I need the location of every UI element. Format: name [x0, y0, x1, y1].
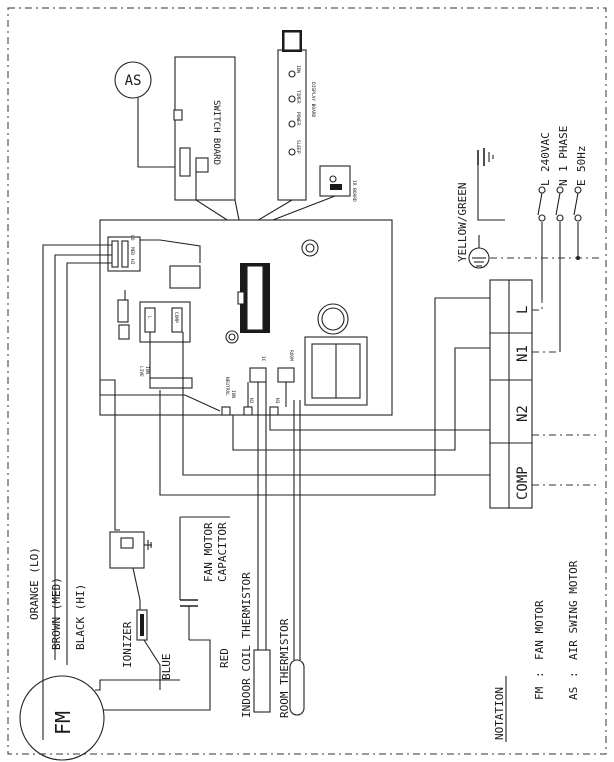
blue-label: BLUE — [160, 654, 173, 681]
terminal-comp-label: COMP — [515, 466, 531, 500]
terminal-n1-label: N1 — [515, 345, 531, 362]
supply-1phase-label: 1 PHASE — [557, 126, 570, 172]
display-sleep-label: SLEEP — [295, 140, 301, 154]
notation-fm-desc: FAN MOTOR — [533, 600, 546, 660]
orange-lo-label: ORANGE (LO) — [28, 547, 41, 620]
supply-50hz-label: 50Hz — [575, 146, 588, 173]
terminal-n2-label: N2 — [515, 405, 531, 422]
room-thermistor — [289, 659, 305, 716]
display-board-label: DISPLAY BOARD — [310, 82, 316, 118]
relay-comp-label: COMP — [173, 312, 179, 323]
ionizer-connector — [109, 531, 145, 569]
terminal-l-label: L — [515, 306, 531, 314]
display-power-label: POWER — [295, 112, 301, 126]
brown-med-label: BROWN (MED) — [50, 577, 63, 650]
conn-ion2-label: ION — [230, 390, 236, 398]
conn-ion-label: ION — [144, 366, 150, 374]
display-timer-label: TIMER — [295, 90, 301, 104]
conn-room-label: ROOM — [288, 350, 294, 361]
indoor-coil-thermistor-label: INDOOR COIL THERMISTOR — [240, 572, 253, 718]
switch-board-label: SWITCH BOARD — [211, 100, 221, 165]
conn-n3-label: N3 — [274, 398, 280, 404]
conn-med-label: MED — [129, 247, 135, 255]
notation-as-desc: AIR SWING MOTOR — [567, 560, 580, 660]
conn-lo-label: LO — [129, 235, 135, 241]
as-label: AS — [125, 73, 142, 89]
outer-border — [7, 7, 607, 755]
as-motor-symbol — [114, 61, 152, 99]
terminal-block — [489, 279, 533, 509]
supply-e-label: E — [575, 179, 588, 186]
supply-240vac-label: 240VAC — [539, 132, 552, 172]
indoor-coil-thermistor — [253, 649, 271, 713]
fm-label: FM — [51, 711, 75, 735]
switch-board — [174, 56, 236, 201]
notation-fm-key: FM — [533, 686, 546, 700]
relay-l-label: L — [146, 316, 152, 319]
fm-motor-symbol — [19, 675, 105, 761]
notation-fm-sep: : — [533, 671, 546, 678]
conn-hi-label: HI — [129, 259, 135, 265]
conn-neutral-label: NEUTRAL — [224, 377, 230, 396]
ir-board-label: IR BOARD — [351, 180, 357, 202]
conn-ic-label: IC — [260, 356, 266, 362]
supply-n-label: N — [557, 179, 570, 186]
yellow-green-label: YELLOW/GREEN — [456, 183, 469, 262]
display-ion-label: ION — [295, 65, 301, 73]
notation-as-sep: : — [567, 671, 580, 678]
black-hi-label: BLACK (HI) — [74, 584, 87, 650]
red-label: RED — [218, 648, 231, 668]
display-board — [277, 49, 307, 201]
supply-l-label: L — [539, 179, 552, 186]
notation-title: NOTATION — [493, 687, 506, 740]
conn-live-label: LIVE — [138, 366, 144, 377]
notation-as-key: AS — [567, 687, 580, 700]
capacitor-label-1: FAN MOTOR — [202, 522, 215, 582]
conn-n2-label: N2 — [248, 398, 254, 404]
capacitor-label-2: CAPACITOR — [216, 522, 229, 582]
ionizer-label: IONIZER — [121, 621, 134, 668]
room-thermistor-label: ROOM THERMISTOR — [278, 618, 291, 718]
